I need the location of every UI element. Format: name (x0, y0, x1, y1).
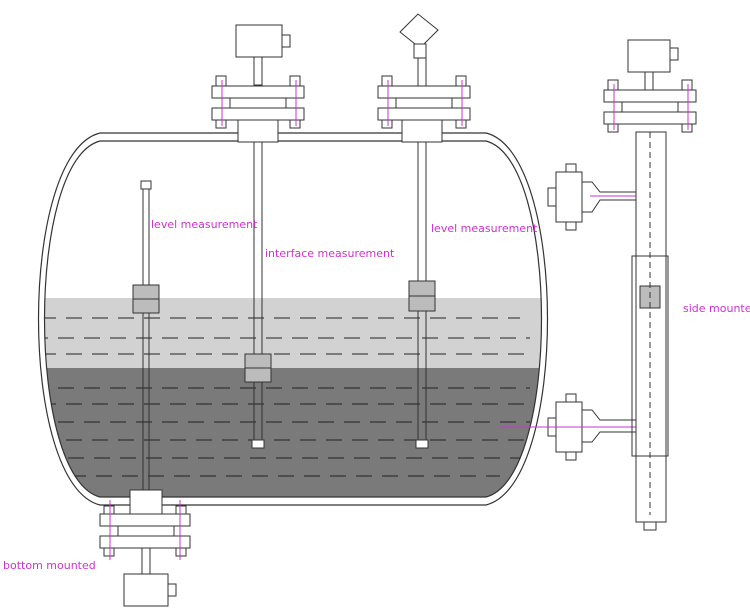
label-level-measurement-left: level measurement (151, 218, 258, 231)
label-interface-measurement: interface measurement (265, 247, 395, 260)
label-bottom-mounted: bottom mounted (3, 559, 96, 572)
upper-liquid-layer (44, 298, 542, 368)
transmitter-side (627, 39, 671, 73)
liquid-dashes (44, 317, 530, 477)
bottom-mount-assembly (99, 489, 191, 607)
label-level-measurement-right: level measurement (431, 222, 538, 235)
liquid-layers (44, 298, 542, 497)
level-probe-right (377, 13, 471, 449)
thermocouple-head (399, 13, 439, 49)
side-chamber (603, 39, 697, 531)
side-nozzles (500, 163, 644, 461)
bottom-probe (132, 180, 160, 500)
interface-probe (211, 24, 305, 449)
label-side-mounted: side mounted (683, 302, 750, 315)
transmitter-bottom (123, 573, 169, 607)
transmitter-middle (235, 24, 283, 58)
tank-shell (38, 132, 548, 506)
